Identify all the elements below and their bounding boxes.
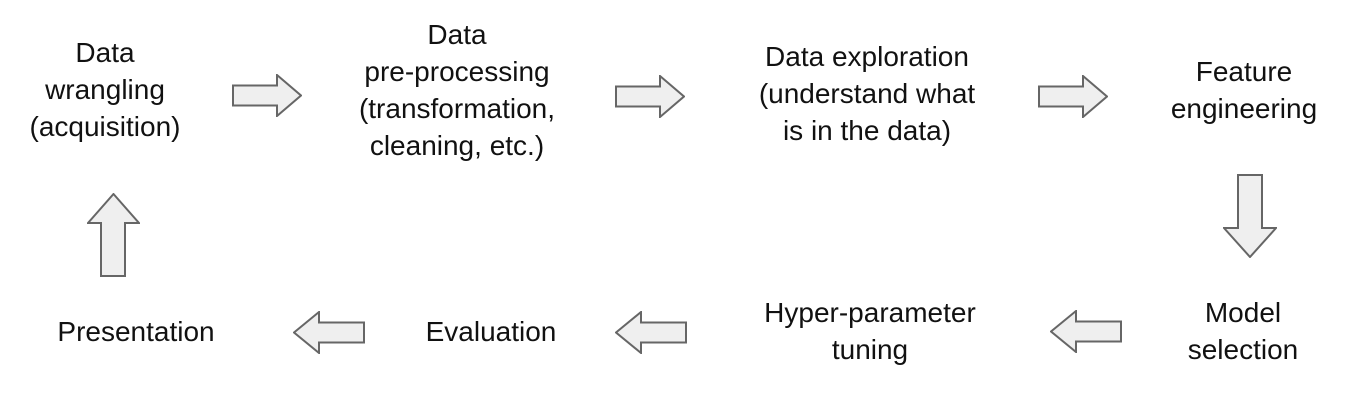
node-data-wrangling-label: Data wrangling (acquisition) bbox=[29, 37, 181, 142]
node-data-exploration-label: Data exploration (understand what is in … bbox=[758, 41, 976, 146]
node-hyper-parameter-tuning: Hyper-parameter tuning bbox=[733, 294, 1007, 368]
node-data-pre-processing-label: Data pre-processing (transformation, cle… bbox=[358, 19, 556, 161]
node-hyper-parameter-tuning-label: Hyper-parameter tuning bbox=[764, 297, 976, 365]
node-presentation: Presentation bbox=[26, 313, 246, 350]
node-evaluation-label: Evaluation bbox=[425, 316, 557, 347]
arrow-right-icon bbox=[232, 74, 302, 117]
node-model-selection-label: Model selection bbox=[1187, 297, 1299, 365]
arrow-right-icon bbox=[1038, 75, 1108, 118]
node-feature-engineering: Feature engineering bbox=[1144, 53, 1344, 127]
node-data-pre-processing: Data pre-processing (transformation, cle… bbox=[350, 16, 564, 164]
node-data-exploration: Data exploration (understand what is in … bbox=[722, 38, 1012, 149]
node-data-wrangling: Data wrangling (acquisition) bbox=[15, 34, 195, 145]
arrow-left-icon bbox=[1050, 310, 1122, 353]
node-evaluation: Evaluation bbox=[391, 313, 591, 350]
arrow-down-icon bbox=[1223, 174, 1277, 258]
arrow-left-icon bbox=[293, 311, 365, 354]
arrow-right-icon bbox=[615, 75, 685, 118]
node-presentation-label: Presentation bbox=[57, 316, 215, 347]
arrow-up-icon bbox=[87, 193, 140, 277]
node-model-selection: Model selection bbox=[1143, 294, 1343, 368]
node-feature-engineering-label: Feature engineering bbox=[1170, 56, 1318, 124]
arrow-left-icon bbox=[615, 311, 687, 354]
